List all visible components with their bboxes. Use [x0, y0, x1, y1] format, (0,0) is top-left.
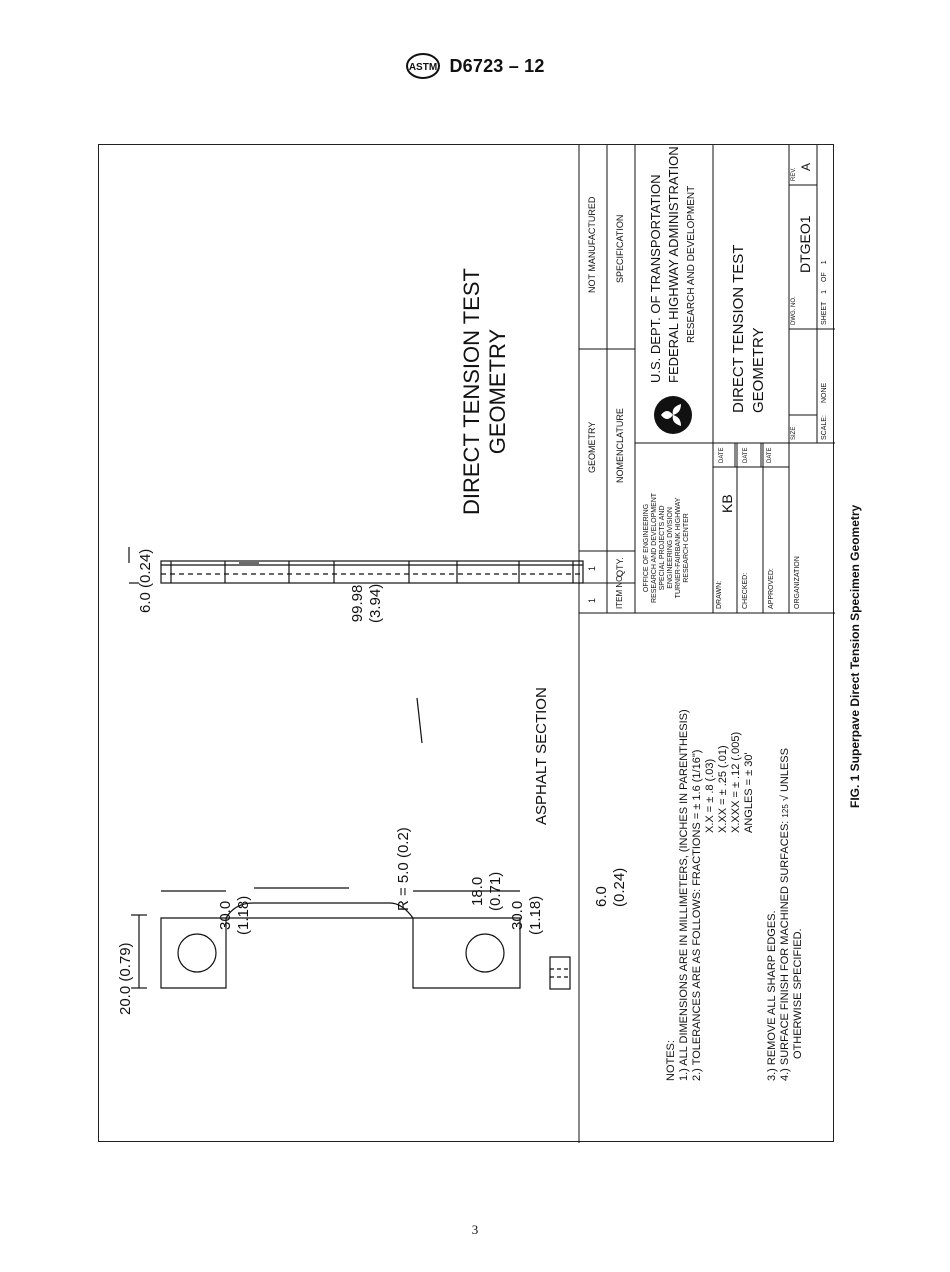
tb-rev-value: A: [799, 162, 813, 171]
grip-hole-right: [465, 933, 505, 973]
tb-nomenclature-header: NOMENCLATURE: [615, 408, 625, 483]
sheet-no: 1: [821, 289, 828, 294]
tb-organization-label: ORGANIZATION: [794, 556, 801, 609]
astm-logo-icon: ASTM: [406, 53, 441, 79]
specimen-outline: [160, 902, 521, 989]
tb-item-header: ITEM NO.: [615, 573, 624, 609]
grip-hole-left: [177, 933, 217, 973]
sheet-label: SHEET: [821, 301, 828, 325]
page-number: 3: [471, 1222, 479, 1237]
office-line-6: RESEARCH CENTER: [683, 513, 690, 583]
tb-qty: 1: [587, 565, 597, 571]
office-line-3: SPECIAL PROJECTS AND: [659, 505, 666, 591]
sheet-of: OF: [821, 272, 828, 282]
agency-line-1: U.S. DEPT. OF TRANSPORTATION: [648, 174, 663, 383]
title-block-grid: [578, 145, 835, 1143]
tb-nomenclature: GEOMETRY: [587, 421, 597, 473]
specimen-drawing: [128, 547, 584, 990]
tb-qty-header: QTY.: [615, 557, 625, 577]
svg-text:ASTM: ASTM: [409, 62, 437, 73]
drawing-frame: DIRECT TENSION TEST GEOMETRY 20.0 (0.79)…: [98, 144, 835, 1143]
tb-date-checked: DATE: [743, 447, 749, 463]
tb-rev-label: REV.: [791, 167, 797, 181]
agency-line-3: RESEARCH AND DEVELOPMENT: [686, 185, 697, 343]
tb-approved-label: APPROVED:: [768, 568, 775, 609]
tb-scale-value: NONE: [821, 382, 828, 403]
doc-title-line-1: DIRECT TENSION TEST: [730, 244, 747, 413]
tb-checked-label: CHECKED:: [742, 572, 749, 609]
dot-logo-icon: [654, 396, 692, 434]
tb-specification-header: SPECIFICATION: [615, 214, 625, 283]
specimen-edge-view: [549, 956, 571, 990]
tb-doc-title: DIRECT TENSION TEST GEOMETRY: [729, 245, 769, 413]
page-header: ASTM D6723 – 12: [0, 52, 950, 85]
standard-code: D6723 – 12: [449, 55, 545, 76]
tb-size-label: SIZE: [791, 426, 797, 440]
tb-sheet: SHEET 1 OF 1: [821, 260, 828, 325]
office-line-5: TURNER-FAIRBANK HIGHWAY: [675, 497, 682, 599]
tb-scale-label: SCALE:: [821, 415, 828, 440]
office-line-1: OFFICE OF ENGINEERING: [643, 503, 650, 593]
figure-caption: FIG. 1 Superpave Direct Tension Specimen…: [848, 504, 862, 808]
tb-dwg-label: DWG. NO.: [791, 296, 797, 325]
specimen-side-view: [160, 560, 584, 584]
tb-drawn-label: DRAWN:: [716, 580, 723, 609]
tb-office: OFFICE OF ENGINEERING RESEARCH AND DEVEL…: [643, 493, 691, 603]
doc-title-line-2: GEOMETRY: [750, 327, 767, 413]
tb-drawn-value: KB: [719, 494, 735, 513]
tb-specification: NOT MANUFACTURED: [587, 196, 597, 293]
drawing-landscape: DIRECT TENSION TEST GEOMETRY 20.0 (0.79)…: [99, 145, 835, 1143]
office-line-2: RESEARCH AND DEVELOPMENT: [651, 492, 658, 603]
tb-item-no: 1: [587, 597, 597, 603]
agency-line-2: FEDERAL HIGHWAY ADMINISTRATION: [666, 146, 681, 383]
sheet-total: 1: [821, 260, 828, 265]
tb-dwg-value: DTGEO1: [797, 215, 813, 273]
tb-date-approved: DATE: [767, 447, 773, 463]
tb-agency: U.S. DEPT. OF TRANSPORTATION FEDERAL HIG…: [647, 146, 701, 383]
office-line-4: ENGINEERING DIVISION: [667, 507, 674, 589]
tb-date-drawn: DATE: [719, 447, 725, 463]
